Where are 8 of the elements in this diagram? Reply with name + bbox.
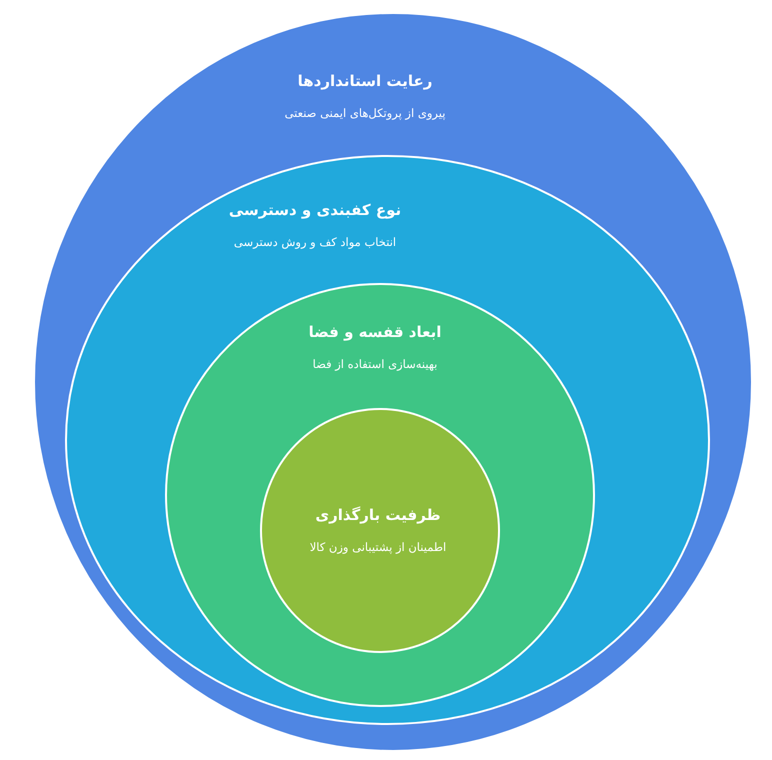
ring-heading: نوع کفبندی و دسترسی <box>228 201 402 219</box>
ring-heading: ابعاد قفسه و فضا <box>308 323 442 341</box>
ring-description: بهینه‌سازی استفاده از فضا <box>312 357 438 371</box>
ring-heading: ظرفیت بارگذاری <box>315 506 441 524</box>
ring-description: پیروی از پروتکل‌های ایمنی صنعتی <box>284 106 446 120</box>
ring-description: اطمینان از پشتیبانی وزن کالا <box>310 540 446 554</box>
ring-description: انتخاب مواد کف و روش دسترسی <box>234 235 396 249</box>
ring-heading: رعایت استانداردها <box>298 72 432 90</box>
